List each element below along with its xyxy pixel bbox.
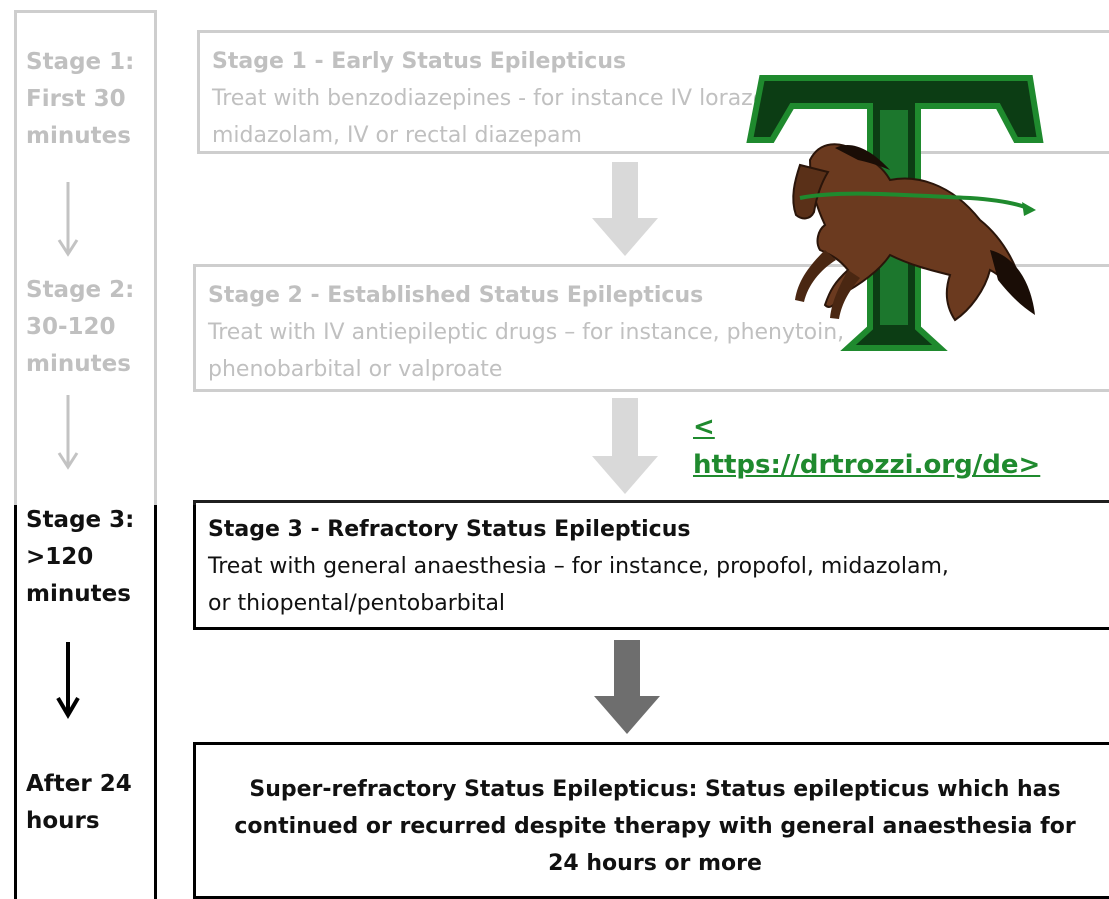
final-time-line: hours [26,808,100,834]
stage-2-time-line: minutes [26,351,131,377]
time-arrow-3 [56,642,80,719]
stage-1-time-label: Stage 1: First 30 minutes [26,44,151,155]
stage-2-title: Stage 2 - Established Status Epilepticus [208,283,704,308]
super-refractory-box: Super-refractory Status Epilepticus: Sta… [193,742,1109,899]
stage-2-text-line: phenobarbital or valproate [208,357,503,382]
final-time-label: After 24 hours [26,766,151,840]
stage-3-text-line: or thiopental/pentobarbital [208,591,506,616]
stage-1-time-line: minutes [26,123,131,149]
super-refractory-line: continued or recurred despite therapy wi… [234,814,1076,839]
stage-1-time-line: First 30 [26,86,126,112]
stage-1-time-line: Stage 1: [26,49,135,75]
stage-3-time-line: minutes [26,581,131,607]
stage-3-title: Stage 3 - Refractory Status Epilepticus [208,517,691,542]
flow-arrow-2 [592,398,658,494]
final-time-line: After 24 [26,771,132,797]
stage-3-time-line: Stage 3: [26,507,135,533]
stage-3-box: Stage 3 - Refractory Status Epilepticus … [193,500,1109,630]
stage-2-time-line: Stage 2: [26,277,135,303]
trozzi-logo-icon [746,75,1044,351]
flow-arrow-3 [594,640,660,734]
time-column-frame [14,505,157,899]
super-refractory-line: Super-refractory Status Epilepticus: Sta… [249,777,1061,802]
stage-1-title: Stage 1 - Early Status Epilepticus [212,49,627,74]
stage-3-text-line: Treat with general anaesthesia – for ins… [208,554,949,579]
time-column-frame-faded [14,10,157,510]
time-arrow-2 [57,395,79,470]
stage-2-text-line: Treat with IV antiepileptic drugs – for … [208,320,845,345]
stage-1-text-line: midazolam, IV or rectal diazepam [212,123,582,148]
source-link-line[interactable]: < [693,412,715,442]
stage-3-time-line: >120 [26,544,94,570]
super-refractory-line: 24 hours or more [548,851,762,876]
stage-2-time-label: Stage 2: 30-120 minutes [26,272,151,383]
source-link-line[interactable]: https://drtrozzi.org/de> [693,450,1041,480]
time-arrow-1 [57,182,79,257]
flow-arrow-1 [592,162,658,256]
source-link[interactable]: < https://drtrozzi.org/de> [693,408,1103,484]
stage-2-time-line: 30-120 [26,314,116,340]
stage-3-time-label: Stage 3: >120 minutes [26,502,151,613]
